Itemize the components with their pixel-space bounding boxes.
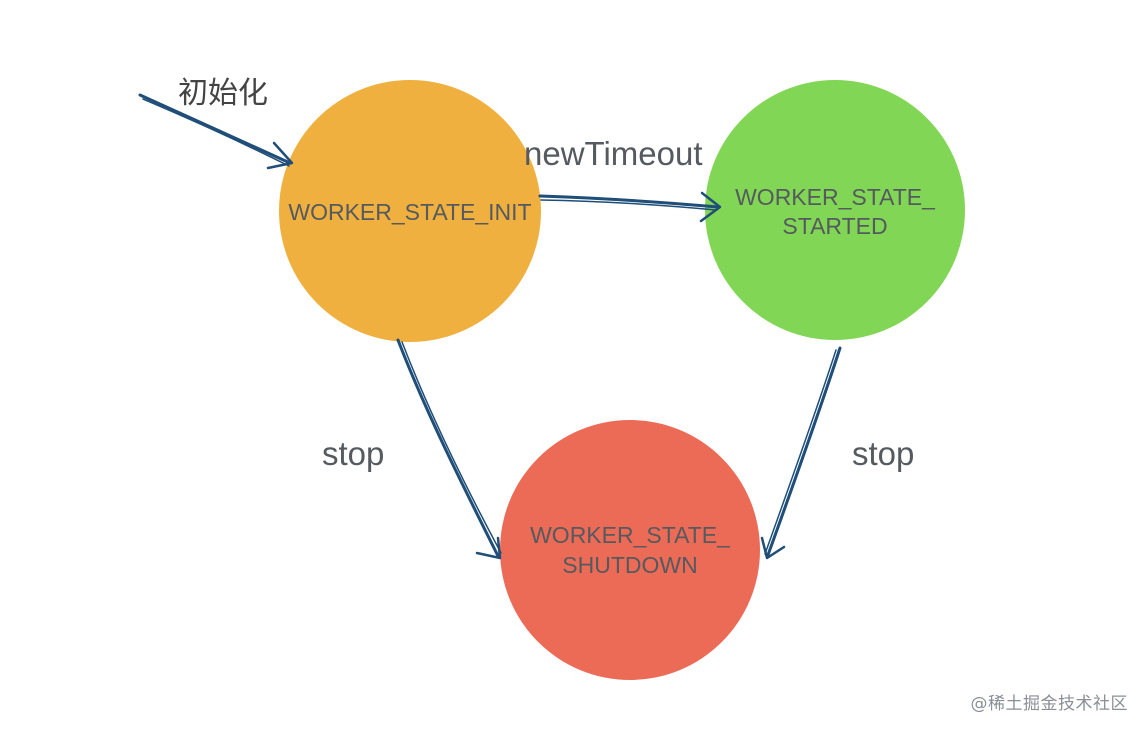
start-label: 初始化 xyxy=(178,76,268,111)
state-label-shutdown-line1: WORKER_STATE_ xyxy=(530,522,731,548)
state-node-started: WORKER_STATE_ STARTED xyxy=(705,80,965,340)
state-circle-shutdown xyxy=(500,420,760,680)
state-label-shutdown-line2: SHUTDOWN xyxy=(562,552,697,578)
state-label-started-line2: STARTED xyxy=(782,213,887,239)
arrow-init-to-started xyxy=(538,191,722,223)
state-label-init: WORKER_STATE_INIT xyxy=(288,199,531,225)
state-node-init: WORKER_STATE_INIT xyxy=(279,80,541,342)
state-label-started-line1: WORKER_STATE_ xyxy=(735,184,936,210)
arrow-init-to-shutdown xyxy=(396,338,502,560)
transition-label-init-to-started: newTimeout xyxy=(524,135,703,172)
arrow-started-to-shutdown xyxy=(760,346,842,560)
transition-label-started-to-shutdown: stop xyxy=(852,435,914,472)
transition-label-init-to-shutdown: stop xyxy=(322,435,384,472)
start-arrow xyxy=(138,93,294,170)
watermark-text: @稀土掘金技术社区 xyxy=(970,694,1128,714)
state-circle-started xyxy=(705,80,965,340)
state-node-shutdown: WORKER_STATE_ SHUTDOWN xyxy=(500,420,760,680)
state-circle-init xyxy=(279,80,541,342)
